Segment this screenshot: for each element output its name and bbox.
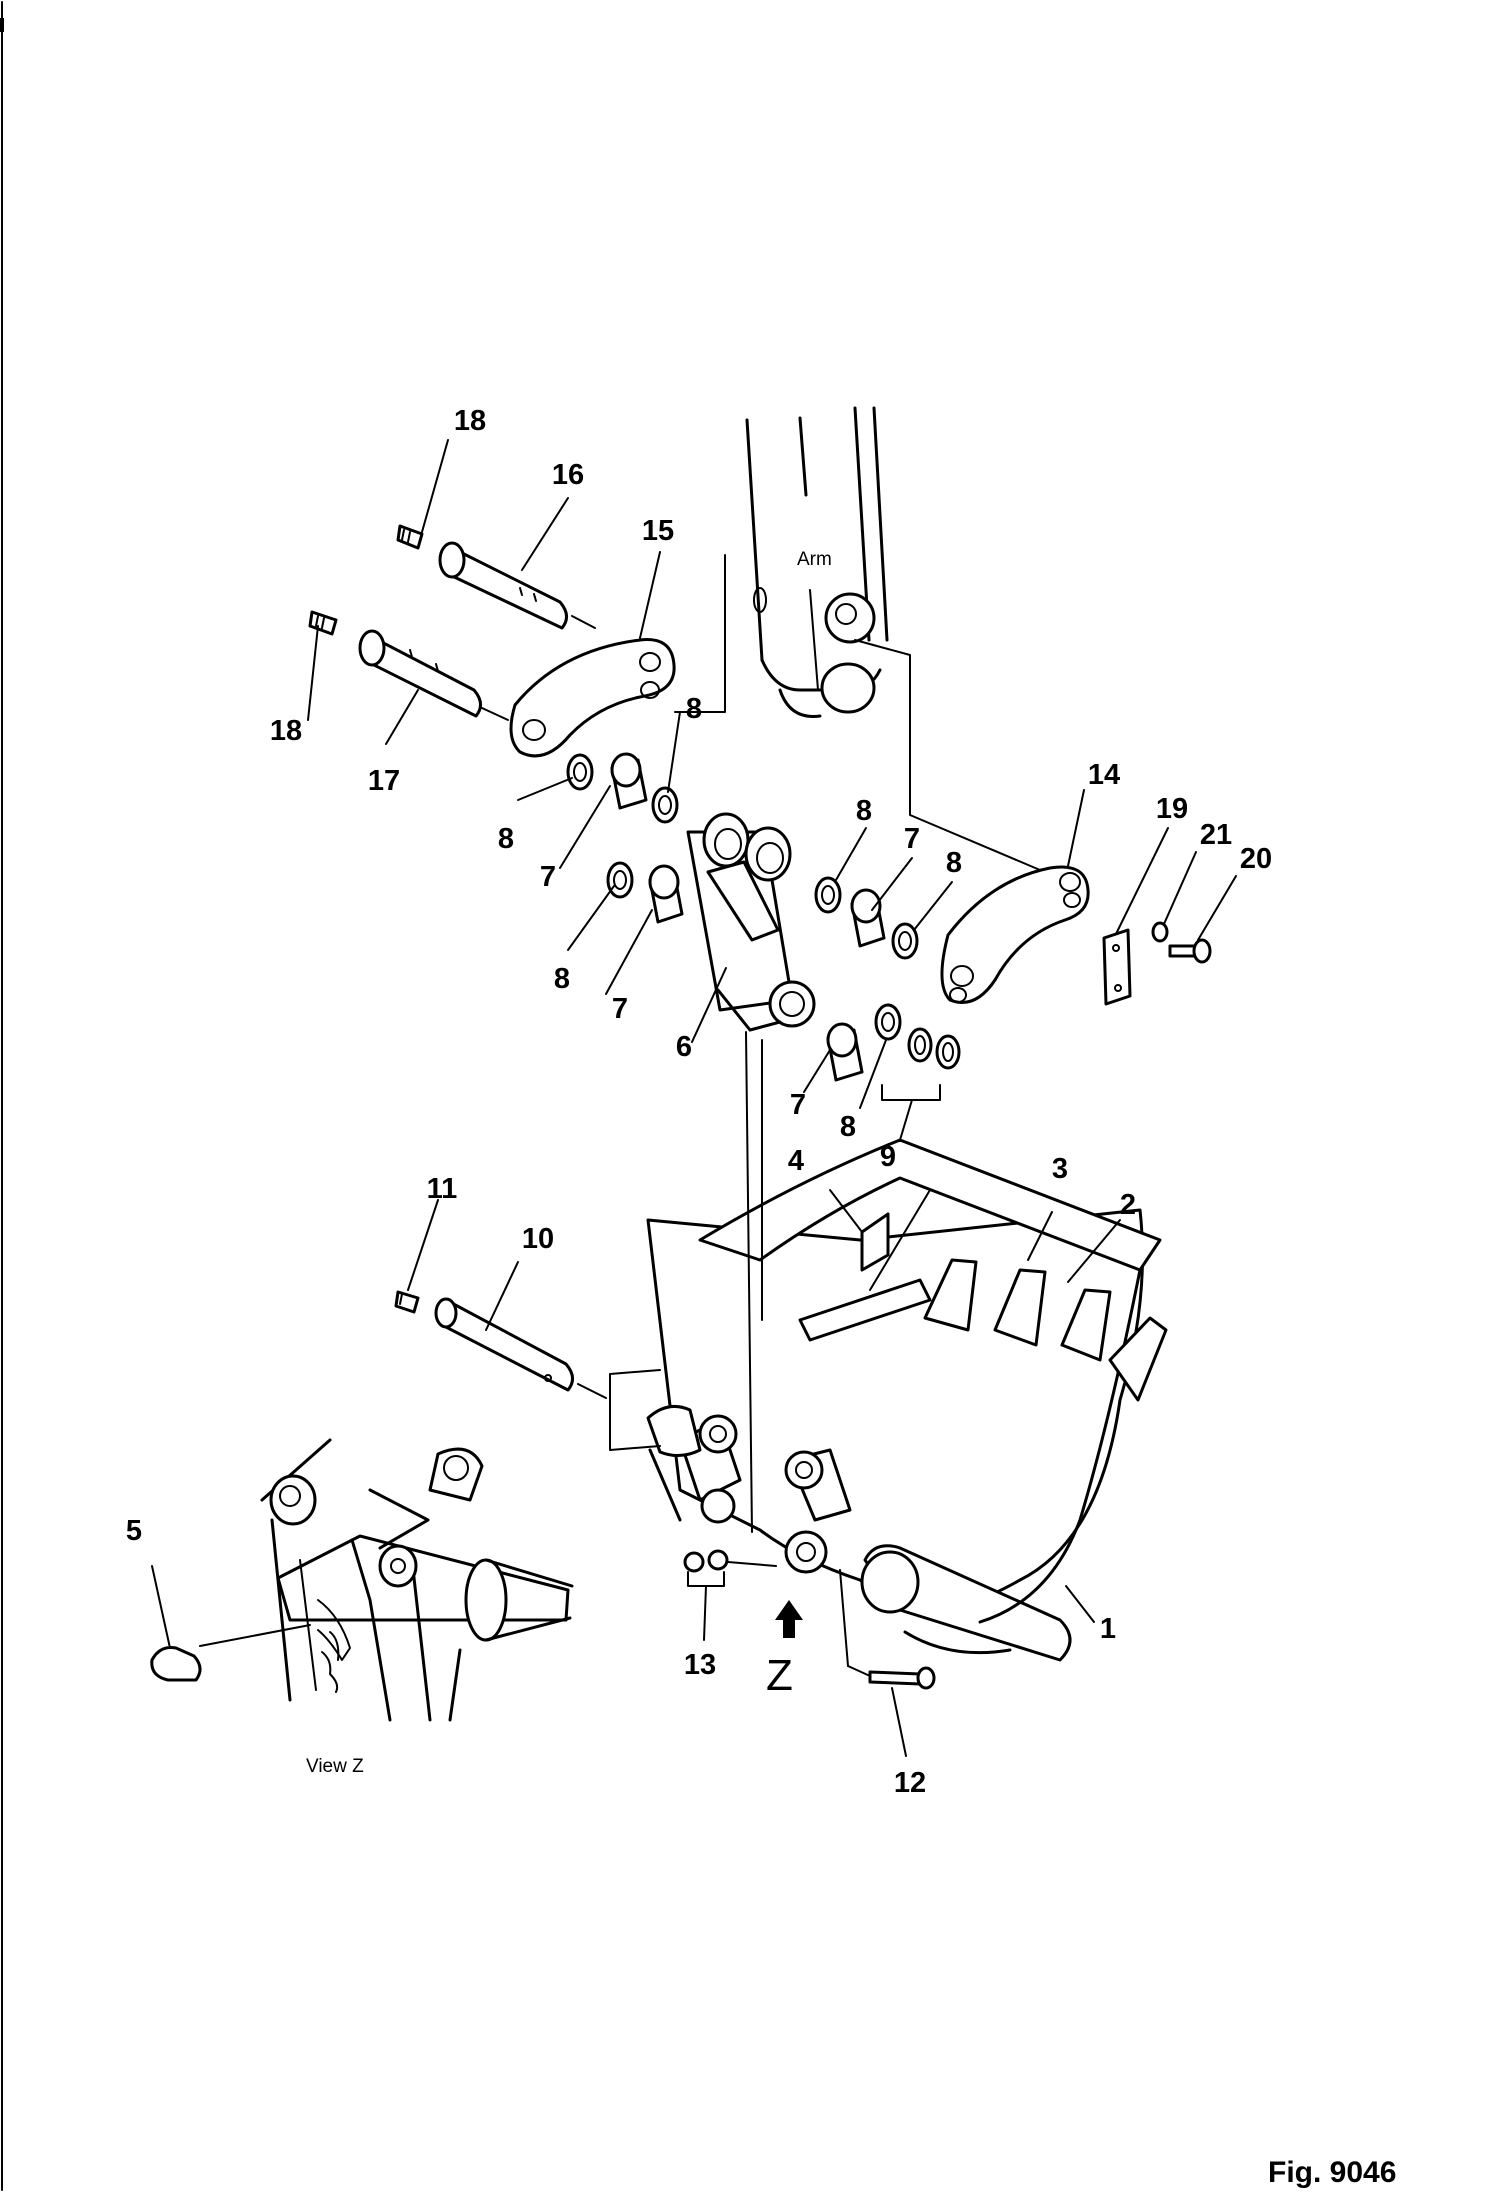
shims-9 [907, 1027, 961, 1070]
callout-11: 11 [427, 1173, 458, 1205]
grease-fitting-18b-drawing [308, 610, 338, 636]
pin-17-drawing [358, 629, 482, 718]
view-z-marker: Z [766, 1651, 793, 1700]
arm-drawing [674, 406, 1041, 871]
callout-18a: 18 [454, 405, 486, 437]
callout-17: 17 [368, 765, 400, 797]
link-14-drawing [940, 865, 1090, 1004]
seal-8-d [814, 876, 842, 914]
callout-8e: 8 [946, 847, 962, 879]
callout-1: 1 [1100, 1613, 1116, 1645]
callout-14: 14 [1088, 759, 1120, 791]
callout-9: 9 [880, 1141, 896, 1173]
callout-10: 10 [522, 1223, 554, 1255]
view-z-drawing [150, 1438, 574, 1722]
callout-4: 4 [788, 1145, 804, 1177]
callout-20: 20 [1240, 843, 1272, 875]
callout-21: 21 [1200, 819, 1232, 851]
callout-7b: 7 [612, 993, 628, 1025]
link-6-drawing [686, 812, 816, 1032]
pin-16-drawing [438, 541, 568, 630]
seal-8-e [891, 922, 919, 960]
link-15-drawing [509, 638, 676, 758]
callout-13: 13 [684, 1649, 716, 1681]
callout-2: 2 [1120, 1189, 1136, 1221]
view-z-label: View Z [306, 1756, 364, 1777]
bolt-12-drawing [839, 1569, 936, 1690]
callout-8a: 8 [686, 693, 702, 725]
seal-8-b [651, 786, 679, 824]
plate-19-drawing [1102, 928, 1132, 1006]
bushing-7-c [850, 888, 886, 948]
callout-6: 6 [676, 1031, 692, 1063]
callout-19: 19 [1156, 793, 1188, 825]
pin-10-drawing [434, 1297, 607, 1399]
callout-3: 3 [1052, 1153, 1068, 1185]
nuts-13-drawing [683, 1549, 777, 1573]
bushing-7-a [610, 752, 648, 810]
seal-8-f [874, 1003, 902, 1041]
seal-8-a [566, 753, 594, 791]
callout-5: 5 [126, 1515, 142, 1547]
leader-lines [151, 439, 1237, 1757]
bucket-1-drawing [609, 1138, 1168, 1662]
washer-21-drawing [1151, 921, 1169, 943]
callout-15: 15 [642, 515, 674, 547]
bushing-7-d [826, 1022, 864, 1082]
callout-12: 12 [894, 1767, 926, 1799]
callout-7a: 7 [540, 861, 556, 893]
callout-8c: 8 [554, 963, 570, 995]
callout-7d: 7 [790, 1089, 806, 1121]
bushing-7-b [648, 864, 684, 924]
callout-16: 16 [552, 459, 584, 491]
callout-18b: 18 [270, 715, 302, 747]
callout-7c: 7 [904, 823, 920, 855]
grease-fitting-11-drawing [394, 1290, 420, 1314]
page-corner-mark [0, 18, 4, 32]
callout-8d: 8 [856, 795, 872, 827]
arm-label: Arm [797, 549, 832, 570]
figure-number: Fig. 9046 [1268, 2156, 1396, 2189]
callout-8b: 8 [498, 823, 514, 855]
bolt-20-drawing [1168, 938, 1212, 964]
view-z-arrow [775, 1600, 803, 1638]
grease-fitting-18a-drawing [396, 524, 424, 550]
seal-8-c [606, 861, 634, 899]
callout-8f: 8 [840, 1111, 856, 1143]
